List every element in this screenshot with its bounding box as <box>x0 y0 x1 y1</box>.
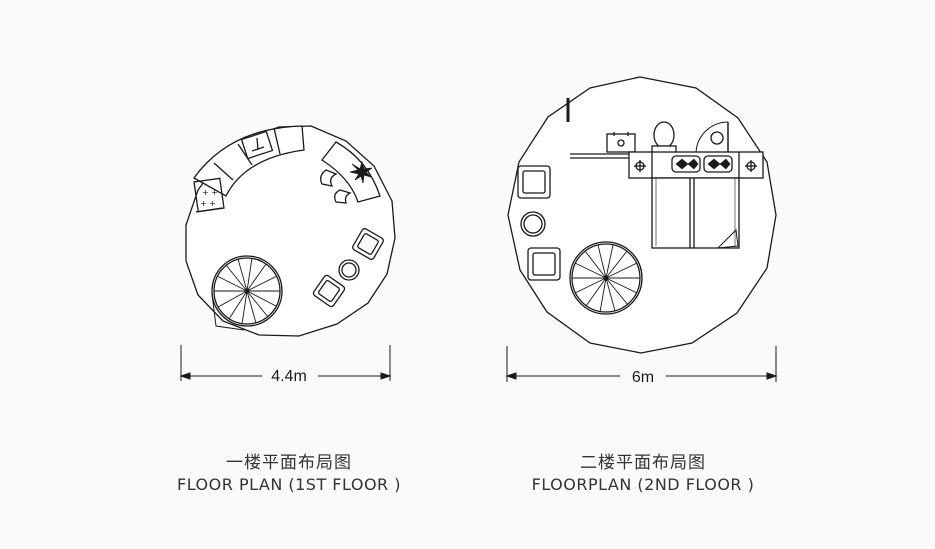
armchair-2 <box>312 274 346 308</box>
desk-chair-1 <box>320 169 338 187</box>
desk-chair-2 <box>334 189 352 204</box>
dimension-line-2 <box>505 346 778 382</box>
pillows <box>671 155 733 173</box>
side-table-2 <box>520 211 546 237</box>
dimension-label-2: 6m <box>632 369 654 386</box>
second-floor-title-en: FLOORPLAN (2ND FLOOR ) <box>531 475 755 494</box>
dimension-line-1 <box>179 345 392 381</box>
svg-text:+ +: + + <box>202 188 218 197</box>
bath-sink <box>606 132 636 153</box>
kitchen-counter: + + + + <box>193 125 305 213</box>
armchair-3 <box>517 165 551 199</box>
toilet-icon <box>651 121 677 154</box>
armchair-1 <box>352 228 384 260</box>
spiral-staircase-1 <box>211 255 283 331</box>
plant-icon <box>349 160 373 184</box>
svg-text:+ +: + + <box>200 199 216 208</box>
second-floor-caption: 二楼平面布局图 FLOORPLAN (2ND FLOOR ) <box>513 452 773 496</box>
first-floor-title-en: FLOOR PLAN (1ST FLOOR ) <box>177 475 401 494</box>
second-floor-title-zh: 二楼平面布局图 <box>580 453 706 473</box>
spiral-staircase-2 <box>569 241 643 315</box>
first-floor-plan: + + + + <box>179 125 396 381</box>
desk <box>320 141 381 204</box>
side-table <box>338 259 360 281</box>
dimension-label-1: 4.4m <box>271 368 307 385</box>
second-floor-plan <box>505 76 778 382</box>
armchair-4 <box>527 247 561 281</box>
door <box>695 121 729 155</box>
first-floor-title-zh: 一楼平面布局图 <box>226 453 352 473</box>
bed <box>651 177 740 249</box>
first-floor-caption: 一楼平面布局图 FLOOR PLAN (1ST FLOOR ) <box>164 452 414 496</box>
